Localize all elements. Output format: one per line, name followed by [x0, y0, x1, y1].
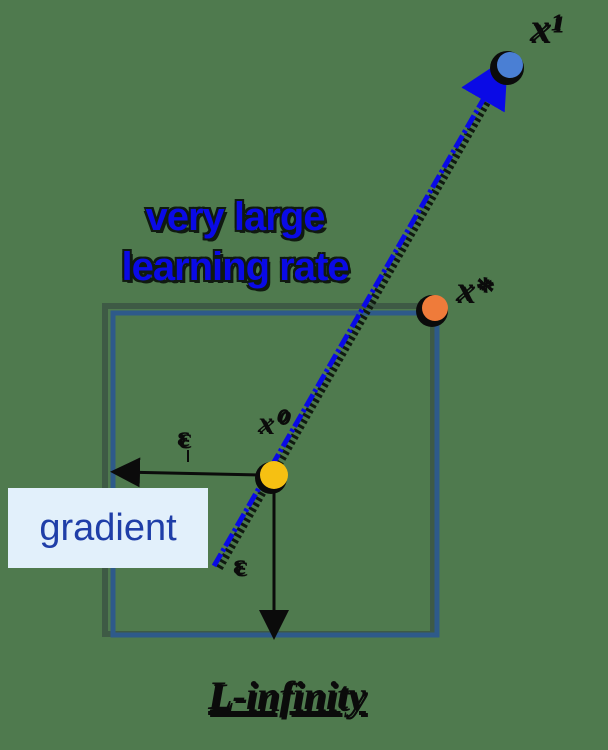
- update-arrow: [211, 56, 508, 568]
- gradient-label-box: gradient: [8, 488, 208, 568]
- epsilon-horizontal-arrow: [110, 457, 263, 488]
- epsilon-horizontal-label: ε: [177, 420, 190, 453]
- norm-label: L-infinity: [208, 673, 366, 718]
- learning-rate-label: very large learning rate: [100, 192, 370, 292]
- epsilon-vertical-label: ε: [233, 548, 246, 581]
- next-point-label: x¹: [530, 5, 562, 50]
- projected-point: [422, 295, 448, 321]
- learning-rate-line-1: very large: [145, 195, 325, 239]
- next-point: [497, 52, 523, 78]
- projected-point-label: x*: [456, 269, 492, 309]
- current-point: [260, 461, 288, 489]
- learning-rate-line-2: learning rate: [121, 245, 349, 289]
- gradient-label: gradient: [39, 506, 177, 549]
- current-point-label: x⁰: [258, 406, 286, 439]
- update-arrow-shadow: [215, 74, 506, 570]
